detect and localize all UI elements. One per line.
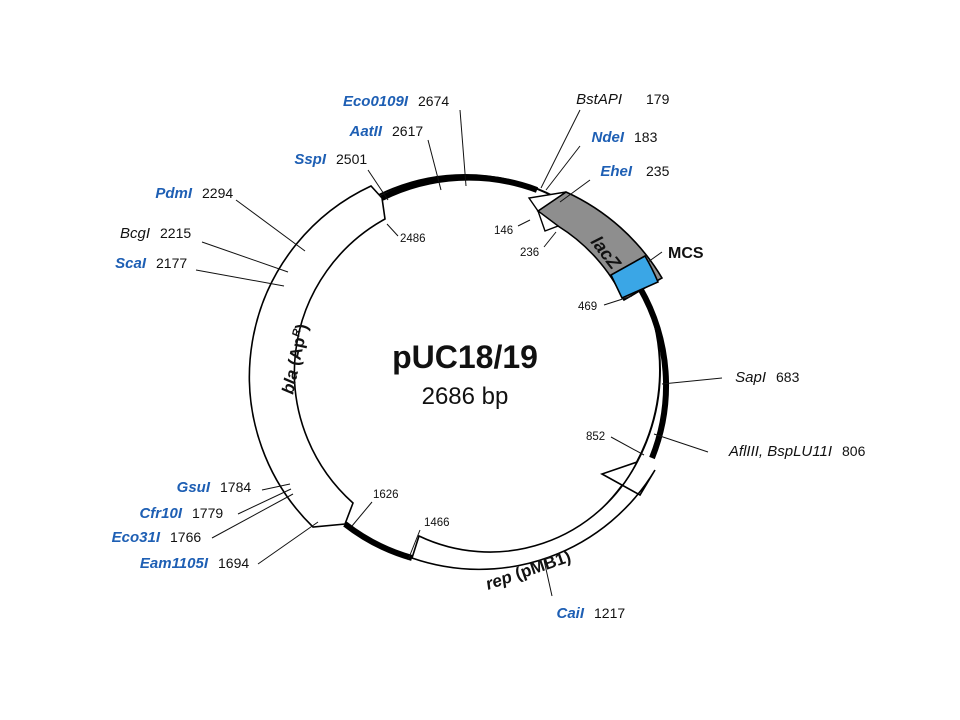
site-sspi-pos: 2501 — [336, 151, 367, 167]
site-caii-leader — [543, 559, 553, 597]
backbone-thick-right — [637, 286, 670, 460]
plasmid-name: pUC18/19 — [392, 339, 538, 375]
coord-1626-leader — [351, 501, 373, 527]
site-scai-name: ScaI — [115, 255, 147, 272]
site-ndei-pos: 183 — [634, 129, 658, 145]
mcs-label: MCS — [668, 245, 704, 262]
backbone-thick-bottom — [343, 521, 413, 561]
site-gsui-leader — [261, 483, 291, 491]
site-pdmi-pos: 2294 — [202, 185, 233, 201]
site-sapi-leader — [661, 377, 723, 385]
coord-1626: 1626 — [373, 489, 399, 501]
site-eco31i-pos: 1766 — [170, 529, 201, 545]
coord-852-leader — [610, 436, 645, 456]
coord-469-leader — [603, 295, 633, 306]
site-ehei-pos: 235 — [646, 163, 670, 179]
site-afliii-name: AflIII, BspLU11I — [728, 443, 832, 460]
lacz-arrow-notch — [536, 209, 560, 232]
site-eco31i-name: Eco31I — [112, 529, 161, 546]
site-sspi-name: SspI — [294, 151, 327, 168]
site-aatii-name: AatII — [348, 123, 382, 140]
site-pdmi-leader — [235, 199, 306, 252]
site-pdmi-name: PdmI — [155, 185, 193, 202]
site-bcgi-pos: 2215 — [160, 225, 191, 241]
site-eco0109i-name: Eco0109I — [343, 93, 409, 110]
site-aatii-pos: 2617 — [392, 123, 423, 139]
site-eco0109i-pos: 2674 — [418, 93, 449, 109]
site-scai-pos: 2177 — [156, 255, 187, 271]
site-afliii-leader — [653, 433, 709, 453]
site-cfr10i-pos: 1779 — [192, 505, 223, 521]
site-bstapi-leader — [540, 109, 581, 189]
plasmid-size: 2686 bp — [422, 383, 509, 410]
site-ehei-name: EheI — [600, 163, 633, 180]
site-bcgi-name: BcgI — [120, 225, 150, 242]
site-caii-pos: 1217 — [594, 605, 625, 621]
site-scai-leader — [195, 269, 285, 287]
bla-gene-arrow — [248, 185, 386, 528]
site-caii-name: CaiI — [556, 605, 584, 622]
coord-236-leader — [543, 231, 557, 248]
coord-1466: 1466 — [424, 517, 450, 529]
site-bstapi-name: BstAPI — [576, 91, 622, 108]
coord-146: 146 — [494, 225, 513, 237]
rep-origin-arrow — [411, 460, 656, 571]
mcs-leader — [647, 251, 663, 263]
site-eam1105i-name: Eam1105I — [140, 555, 209, 572]
bla-label: bla (ApR) — [278, 322, 311, 396]
site-sapi-pos: 683 — [776, 369, 800, 385]
backbone-thick-top — [380, 174, 539, 201]
site-eco0109i-leader — [459, 109, 467, 187]
site-eco31i-leader — [211, 493, 294, 539]
site-ndei-name: NdeI — [591, 129, 624, 146]
site-bcgi-leader — [201, 241, 289, 273]
coord-1466-leader — [407, 529, 421, 561]
site-cfr10i-leader — [237, 488, 292, 515]
site-aatii-leader — [427, 139, 442, 191]
site-gsui-name: GsuI — [177, 479, 211, 496]
site-cfr10i-name: Cfr10I — [139, 505, 182, 522]
coord-2486: 2486 — [400, 233, 426, 245]
site-bstapi-pos: 179 — [646, 91, 670, 107]
site-sapi-name: SapI — [735, 369, 766, 386]
coord-236: 236 — [520, 247, 539, 259]
site-afliii-pos: 806 — [842, 443, 866, 459]
mcs-block — [609, 254, 660, 300]
coord-2486-leader — [386, 223, 399, 237]
site-gsui-pos: 1784 — [220, 479, 251, 495]
coord-469: 469 — [578, 301, 597, 313]
site-sspi-leader — [367, 169, 389, 201]
coord-852: 852 — [586, 431, 605, 443]
site-eam1105i-leader — [257, 521, 319, 565]
lacz-arrow-tip — [527, 191, 567, 212]
coord-146-leader — [517, 219, 531, 227]
site-ndei-leader — [545, 145, 581, 191]
site-ehei-leader — [559, 179, 591, 203]
site-eam1105i-pos: 1694 — [218, 555, 249, 571]
